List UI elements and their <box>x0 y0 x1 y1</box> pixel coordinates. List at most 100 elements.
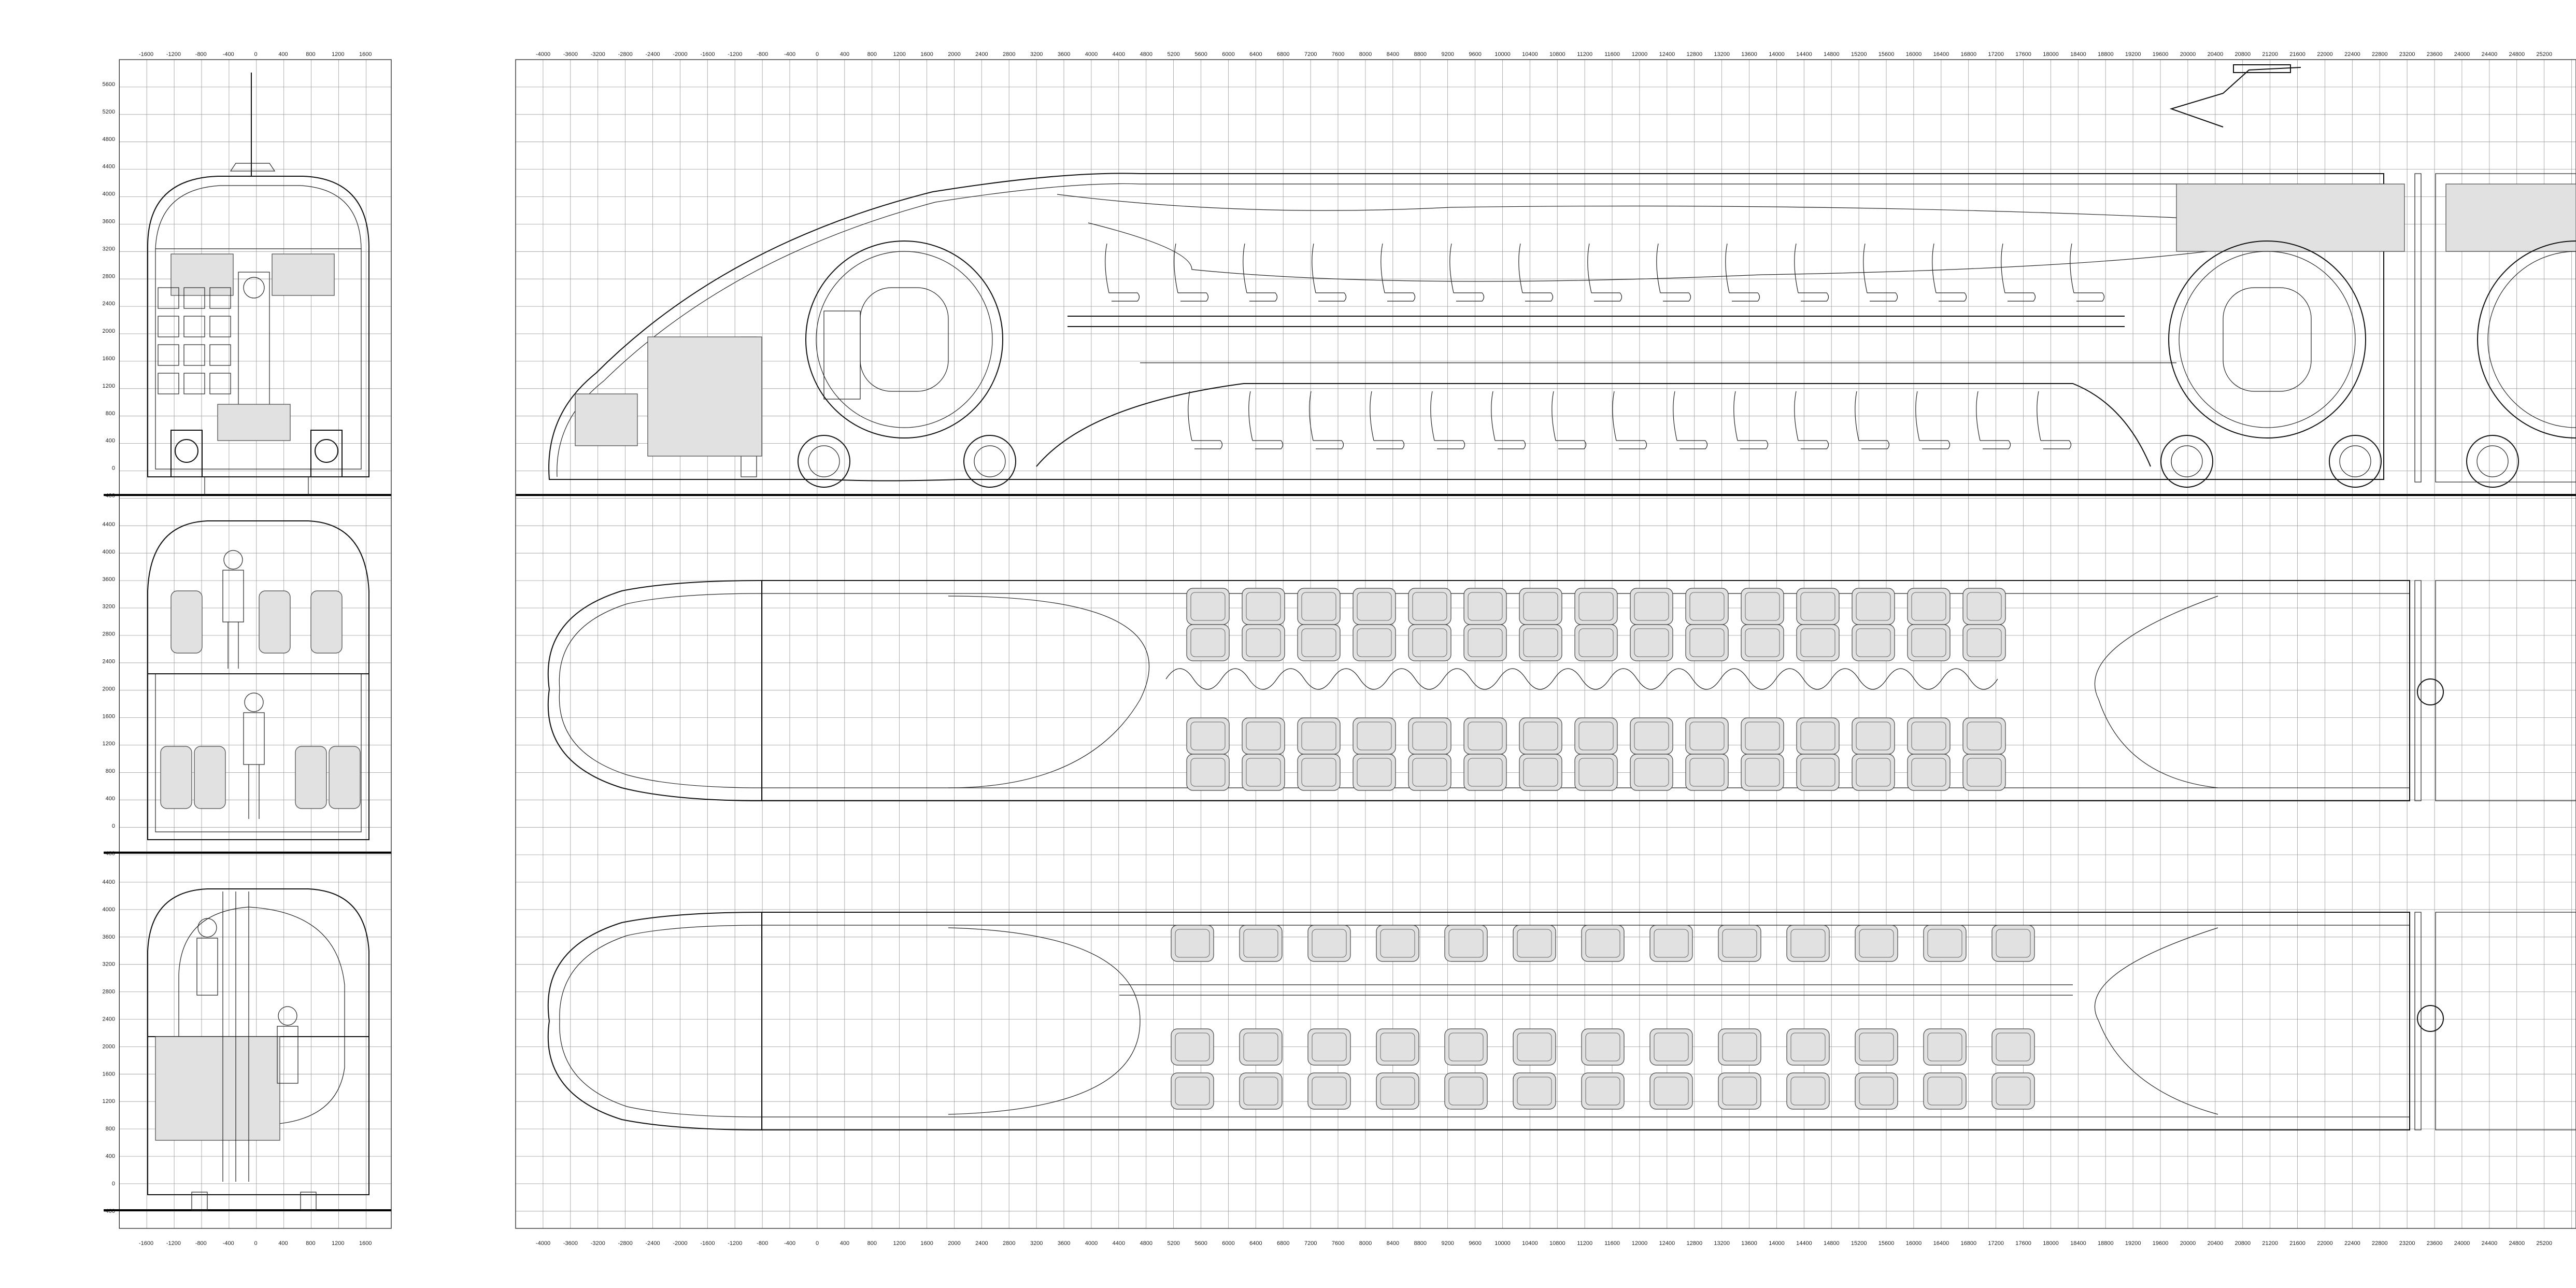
scale-tick-label: 23200 <box>2399 51 2415 58</box>
scale-tick-label: 21200 <box>2262 51 2278 58</box>
seat <box>1685 588 1729 625</box>
scale-tick-label: 8400 <box>1387 1240 1399 1247</box>
seat <box>1242 717 1285 755</box>
scale-tick-label: 800 <box>867 1240 877 1247</box>
seat-cushion <box>1859 1077 1894 1106</box>
scale-tick-label: 10000 <box>1495 1240 1511 1247</box>
scale-tick-label: 6800 <box>1277 51 1289 58</box>
seat <box>1242 624 1285 661</box>
scale-tick-label: 3600 <box>103 219 115 225</box>
seat <box>1718 925 1761 962</box>
seat <box>1656 243 1691 302</box>
scale-tick-label: 1200 <box>103 1098 115 1105</box>
seat <box>1741 754 1784 791</box>
seat <box>1796 588 1840 625</box>
passenger-figure <box>196 918 298 1084</box>
seat <box>1463 717 1507 755</box>
scale-tick-label: 16400 <box>1933 1240 1949 1247</box>
scale-tick-label: -400 <box>223 51 234 58</box>
seat <box>1242 588 1285 625</box>
seat-cushion <box>1357 628 1392 657</box>
seat-cushion <box>1412 758 1447 787</box>
seat <box>1786 1028 1830 1066</box>
seat <box>1519 717 1562 755</box>
scale-tick-label: -2000 <box>673 1240 687 1247</box>
seat <box>1312 243 1347 302</box>
seat-cushion <box>1911 628 1946 657</box>
seat-cushion <box>1856 592 1891 621</box>
scale-tick-label: 800 <box>106 768 115 774</box>
seat <box>1430 391 1465 449</box>
scale-tick-label: 8000 <box>1359 1240 1372 1247</box>
scale-tick-label: 20000 <box>2180 1240 2196 1247</box>
scale-tick-label: 1600 <box>920 51 933 58</box>
seat <box>1649 1028 1693 1066</box>
scale-tick-label: 24400 <box>2482 51 2498 58</box>
scale-tick-label: 12400 <box>1659 1240 1675 1247</box>
scale-tick-label: 14000 <box>1769 51 1785 58</box>
seat <box>1649 1072 1693 1110</box>
seat-cushion <box>1357 758 1392 787</box>
scale-tick-label: 400 <box>278 1240 288 1247</box>
seat-cushion <box>1190 721 1226 751</box>
seat <box>1733 391 1769 449</box>
scale-tick-label: 8800 <box>1414 1240 1427 1247</box>
scale-tick-label: 0 <box>254 1240 258 1247</box>
scale-tick-label: 18000 <box>2043 51 2059 58</box>
scale-tick-label: 5600 <box>1194 51 1207 58</box>
seat-cushion <box>1967 721 2002 751</box>
scale-tick-label: 4400 <box>103 164 115 170</box>
scale-tick-label: 400 <box>106 1153 115 1159</box>
seat-cushion <box>1190 758 1226 787</box>
seat <box>1923 925 1967 962</box>
scale-tick-label: 3200 <box>1030 1240 1043 1247</box>
scale-tick-label: 4800 <box>103 136 115 143</box>
cross-section-front-view <box>104 73 391 496</box>
scale-tick-label: 13600 <box>1741 1240 1757 1247</box>
scale-tick-label: -800 <box>757 1240 768 1247</box>
scale-tick-label: 3600 <box>103 576 115 583</box>
scale-tick-label: -800 <box>757 51 768 58</box>
scale-tick-label: 12000 <box>1632 51 1648 58</box>
seat-cushion <box>1856 628 1891 657</box>
scale-tick-label: 21200 <box>2262 1240 2278 1247</box>
seat <box>1863 243 1898 302</box>
seat <box>1518 243 1554 302</box>
upper-deck-seat-row <box>1105 243 2105 302</box>
scale-tick-label: 21600 <box>2289 1240 2305 1247</box>
seat-cushion <box>1175 929 1210 958</box>
scale-tick-label: 1600 <box>103 1071 115 1077</box>
scale-tick-label: 22000 <box>2317 51 2333 58</box>
seat <box>1307 925 1351 962</box>
seat <box>1630 717 1673 755</box>
seat-cushion <box>1800 721 1835 751</box>
seat-cushion <box>1301 758 1336 787</box>
seat <box>1962 754 2006 791</box>
seat <box>1612 391 1647 449</box>
seat-cushion <box>1246 628 1281 657</box>
seat <box>1188 391 1223 449</box>
seat-cushion <box>1380 929 1415 958</box>
seat <box>1574 624 1618 661</box>
seat <box>1513 1028 1556 1066</box>
seat <box>1630 754 1673 791</box>
scale-tick-label: 3200 <box>103 246 115 252</box>
scale-tick-label: 22400 <box>2344 1240 2360 1247</box>
seat <box>1786 925 1830 962</box>
seat-cushion <box>1175 1077 1210 1106</box>
seat <box>1186 754 1230 791</box>
lower-deck-seat-row <box>1188 391 2072 449</box>
seat <box>1408 717 1451 755</box>
side-elevation-view <box>516 64 2576 496</box>
seat <box>1794 391 1829 449</box>
seat <box>1685 754 1729 791</box>
scale-tick-label: 19600 <box>2153 1240 2169 1247</box>
seat <box>1408 754 1451 791</box>
seat <box>1574 717 1618 755</box>
scale-tick-label: 8800 <box>1414 51 1427 58</box>
scale-tick-label: 19600 <box>2153 51 2169 58</box>
seat <box>1552 391 1587 449</box>
seat <box>1353 754 1396 791</box>
seat-cushion <box>1578 628 1614 657</box>
seat <box>1186 588 1230 625</box>
